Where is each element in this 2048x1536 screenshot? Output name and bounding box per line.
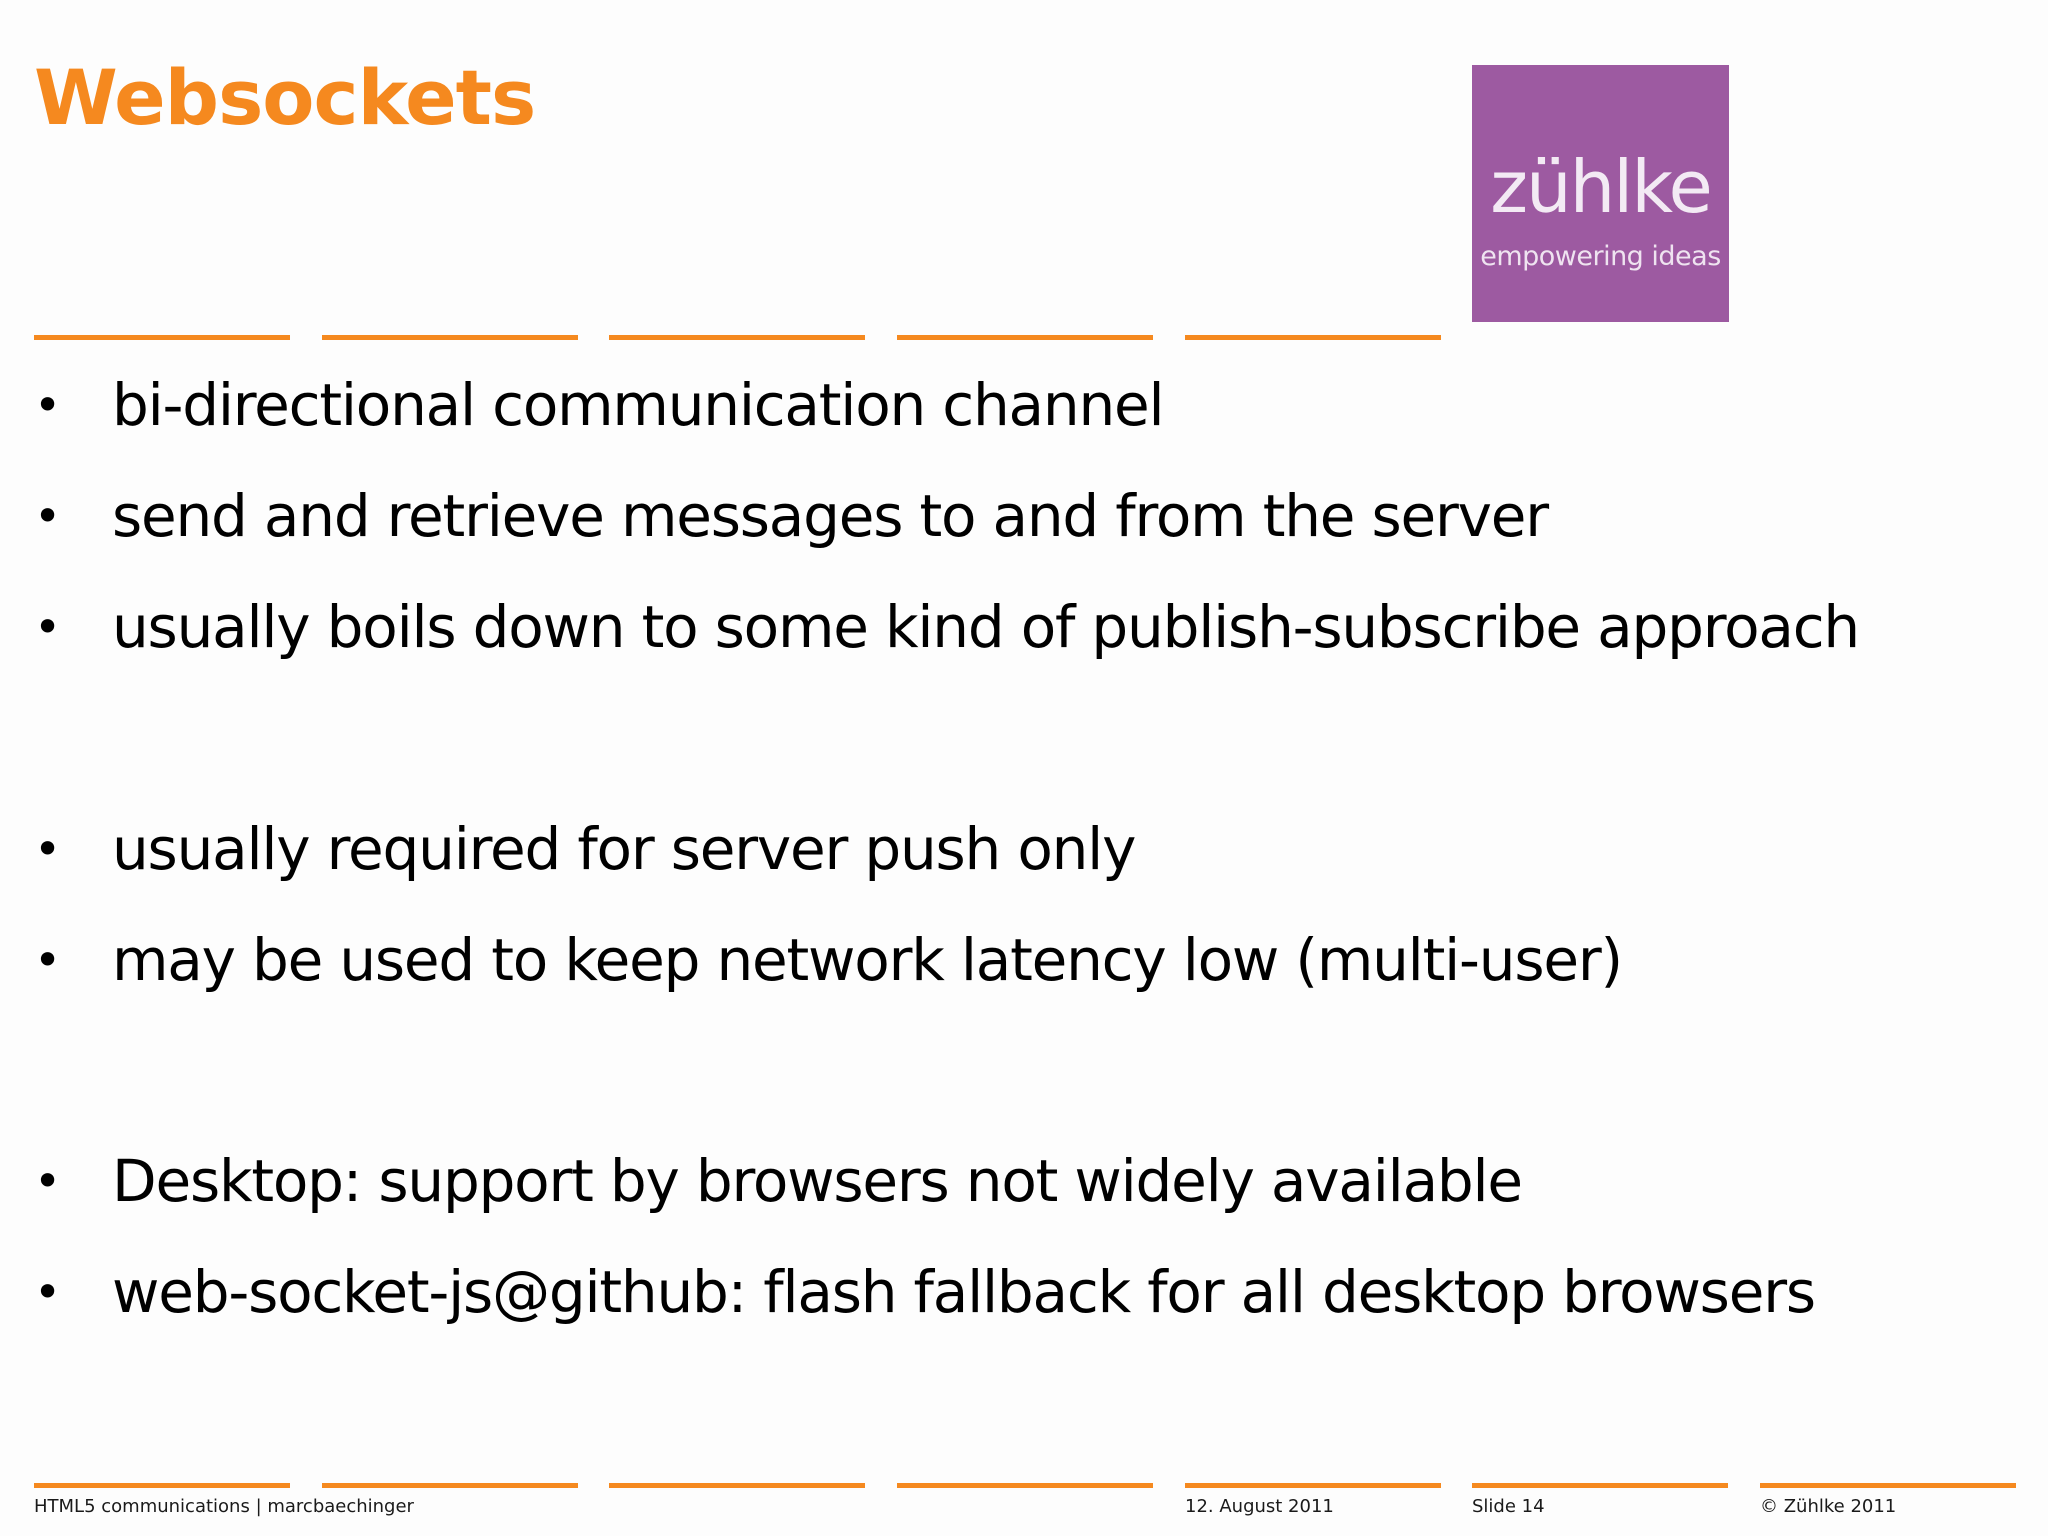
- header-rule: [34, 335, 290, 340]
- slide-title: Websockets: [34, 53, 536, 142]
- footer-rule: [609, 1483, 865, 1488]
- footer-rule: [1185, 1483, 1441, 1488]
- footer-rule: [1760, 1483, 2016, 1488]
- zuhlke-logo: zühlke empowering ideas: [1472, 65, 1729, 322]
- bullet-marker: •: [34, 1154, 62, 1208]
- footer-copyright: © Zühlke 2011: [1760, 1496, 1897, 1517]
- footer-rule: [322, 1483, 578, 1488]
- footer-date: 12. August 2011: [1185, 1496, 1334, 1517]
- bullet-text: send and retrieve messages to and from t…: [112, 482, 1549, 550]
- bullet-text: usually boils down to some kind of publi…: [112, 593, 1860, 661]
- bullet-marker: •: [34, 933, 62, 987]
- header-rule: [1185, 335, 1441, 340]
- bullet-marker: •: [34, 378, 62, 432]
- logo-wordmark: zühlke: [1490, 145, 1713, 229]
- bullet-marker: •: [34, 489, 62, 543]
- bullet-text: usually required for server push only: [112, 815, 1136, 883]
- footer-rule: [1472, 1483, 1728, 1488]
- header-rule: [897, 335, 1153, 340]
- footer-rule: [897, 1483, 1153, 1488]
- footer-presentation-info: HTML5 communications | marcbaechinger: [34, 1496, 414, 1517]
- bullet-marker: •: [34, 1265, 62, 1319]
- header-rule: [322, 335, 578, 340]
- bullet-text: web-socket-js@github: flash fallback for…: [112, 1258, 1816, 1326]
- header-rule: [609, 335, 865, 340]
- bullet-marker: •: [34, 600, 62, 654]
- logo-tagline: empowering ideas: [1480, 241, 1721, 272]
- bullet-marker: •: [34, 822, 62, 876]
- bullet-text: may be used to keep network latency low …: [112, 926, 1623, 994]
- footer-rule: [34, 1483, 290, 1488]
- bullet-text: Desktop: support by browsers not widely …: [112, 1147, 1523, 1215]
- bullet-text: bi-directional communication channel: [112, 371, 1165, 439]
- footer-slide-number: Slide 14: [1472, 1496, 1545, 1517]
